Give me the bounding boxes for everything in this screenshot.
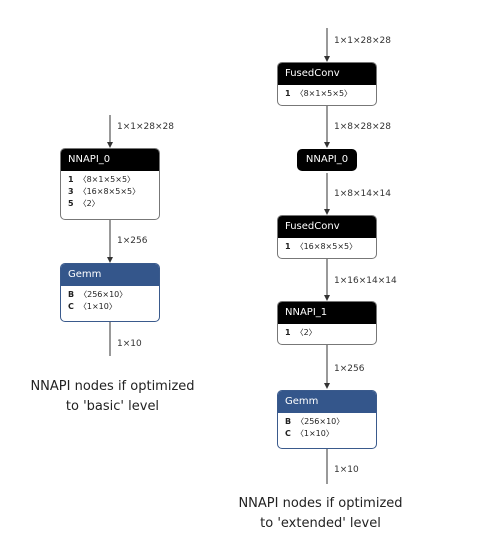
edge-label-right-output: 1×10 <box>334 465 359 475</box>
node-attributes: B〈256×10〉 C〈1×10〉 <box>61 286 159 316</box>
node-attr: 1〈2〉 <box>285 328 317 337</box>
node-title: FusedConv <box>278 216 376 238</box>
node-attr: 1〈16×8×5×5〉 <box>285 242 358 251</box>
node-attributes: 1〈8×1×5×5〉 3〈16×8×5×5〉 5〈2〉 <box>61 171 159 213</box>
node-attributes: B〈256×10〉 C〈1×10〉 <box>278 413 376 443</box>
node-gemm-left[interactable]: Gemm B〈256×10〉 C〈1×10〉 <box>60 263 160 322</box>
node-title: NNAPI_0 <box>61 149 159 171</box>
node-title: FusedConv <box>278 63 376 85</box>
node-attr: 1〈8×1×5×5〉 <box>285 89 353 98</box>
edge-label-right-4: 1×256 <box>334 364 365 374</box>
node-attr: 1〈8×1×5×5〉 <box>68 175 136 184</box>
node-attr: C〈1×10〉 <box>285 429 334 438</box>
caption-line: to 'extended' level <box>260 516 381 531</box>
caption-line: to 'basic' level <box>65 399 160 414</box>
node-attr: 3〈16×8×5×5〉 <box>68 187 141 196</box>
node-attributes: 1〈2〉 <box>278 324 376 342</box>
node-title: Gemm <box>278 391 376 413</box>
node-fusedconv-2[interactable]: FusedConv 1〈16×8×5×5〉 <box>277 215 377 259</box>
edge-label-left-output: 1×10 <box>117 339 142 349</box>
node-nnapi-0-right[interactable]: NNAPI_0 <box>297 149 357 171</box>
node-attr: B〈256×10〉 <box>68 290 128 299</box>
edge-label-right-3: 1×16×14×14 <box>334 276 397 286</box>
edge-label-right-1: 1×8×28×28 <box>334 122 391 132</box>
edge-label-left-input: 1×1×28×28 <box>117 122 174 132</box>
edge-label-left-mid: 1×256 <box>117 236 148 246</box>
caption-extended: NNAPI nodes if optimized to 'extended' l… <box>228 494 413 534</box>
node-fusedconv-1[interactable]: FusedConv 1〈8×1×5×5〉 <box>277 62 377 106</box>
node-nnapi-1[interactable]: NNAPI_1 1〈2〉 <box>277 301 377 345</box>
node-gemm-right[interactable]: Gemm B〈256×10〉 C〈1×10〉 <box>277 390 377 449</box>
node-attr: B〈256×10〉 <box>285 417 345 426</box>
node-attributes: 1〈8×1×5×5〉 <box>278 85 376 103</box>
node-nnapi-0-left[interactable]: NNAPI_0 1〈8×1×5×5〉 3〈16×8×5×5〉 5〈2〉 <box>60 148 160 220</box>
node-title: NNAPI_1 <box>278 302 376 324</box>
edge-label-right-input: 1×1×28×28 <box>334 36 391 46</box>
node-attr: 5〈2〉 <box>68 199 100 208</box>
caption-line: NNAPI nodes if optimized <box>238 496 403 511</box>
node-title: Gemm <box>61 264 159 286</box>
node-attr: C〈1×10〉 <box>68 302 117 311</box>
caption-basic: NNAPI nodes if optimized to 'basic' leve… <box>20 377 205 417</box>
edge-label-right-2: 1×8×14×14 <box>334 189 391 199</box>
node-attributes: 1〈16×8×5×5〉 <box>278 238 376 256</box>
caption-line: NNAPI nodes if optimized <box>30 379 195 394</box>
